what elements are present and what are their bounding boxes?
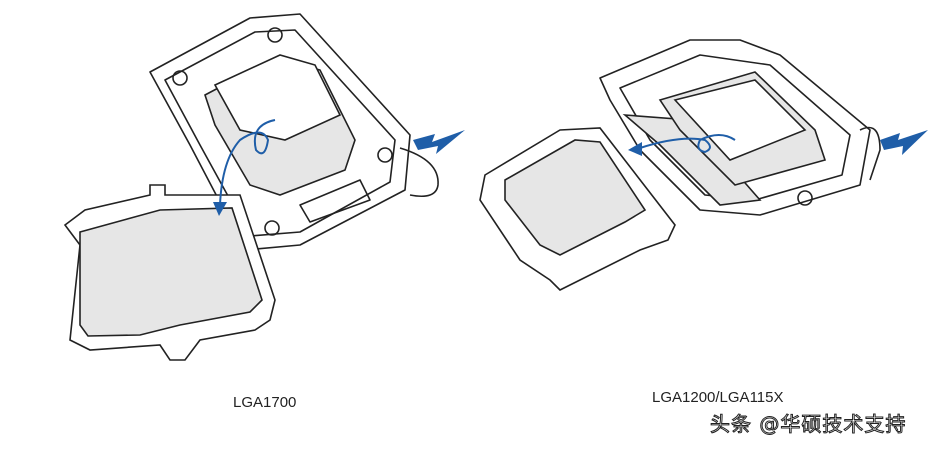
lga1200-load-plate [479, 127, 676, 291]
watermark: 头条 @华硕技术支持 [709, 412, 907, 437]
push-arrow-left [413, 130, 465, 154]
lga1700-caption: LGA1700 [233, 394, 297, 411]
rotation-arrowhead-left [213, 202, 227, 216]
rotation-arrow-right [639, 134, 736, 154]
lga1700-socket-illustration [149, 13, 439, 251]
lga1200-socket-illustration [599, 39, 881, 216]
rotation-arrow-left [219, 119, 276, 206]
lga1200-caption: LGA1200/LGA115X [652, 389, 784, 406]
lga1700-load-plate [63, 184, 276, 361]
rotation-arrowhead-right [628, 142, 642, 156]
push-arrow-right [880, 130, 928, 155]
